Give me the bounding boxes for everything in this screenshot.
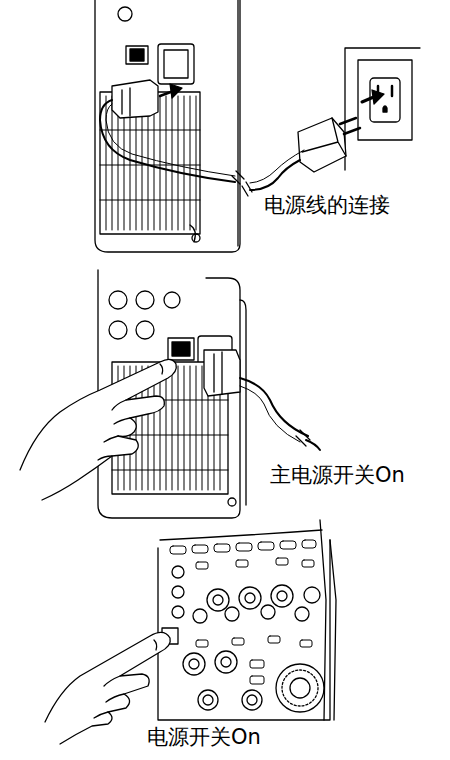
instrument-front	[158, 520, 336, 720]
instrument-rear	[95, 0, 240, 252]
caption-label: 主电源开关On	[268, 463, 407, 488]
caption-label: 电源线的连接	[262, 193, 392, 218]
power-cord-plug	[100, 80, 244, 184]
wall-outlet	[345, 48, 420, 170]
hand-pressing-switch	[20, 359, 176, 500]
caption-label: 电源开关On	[145, 725, 263, 750]
wall-plug	[242, 90, 384, 196]
